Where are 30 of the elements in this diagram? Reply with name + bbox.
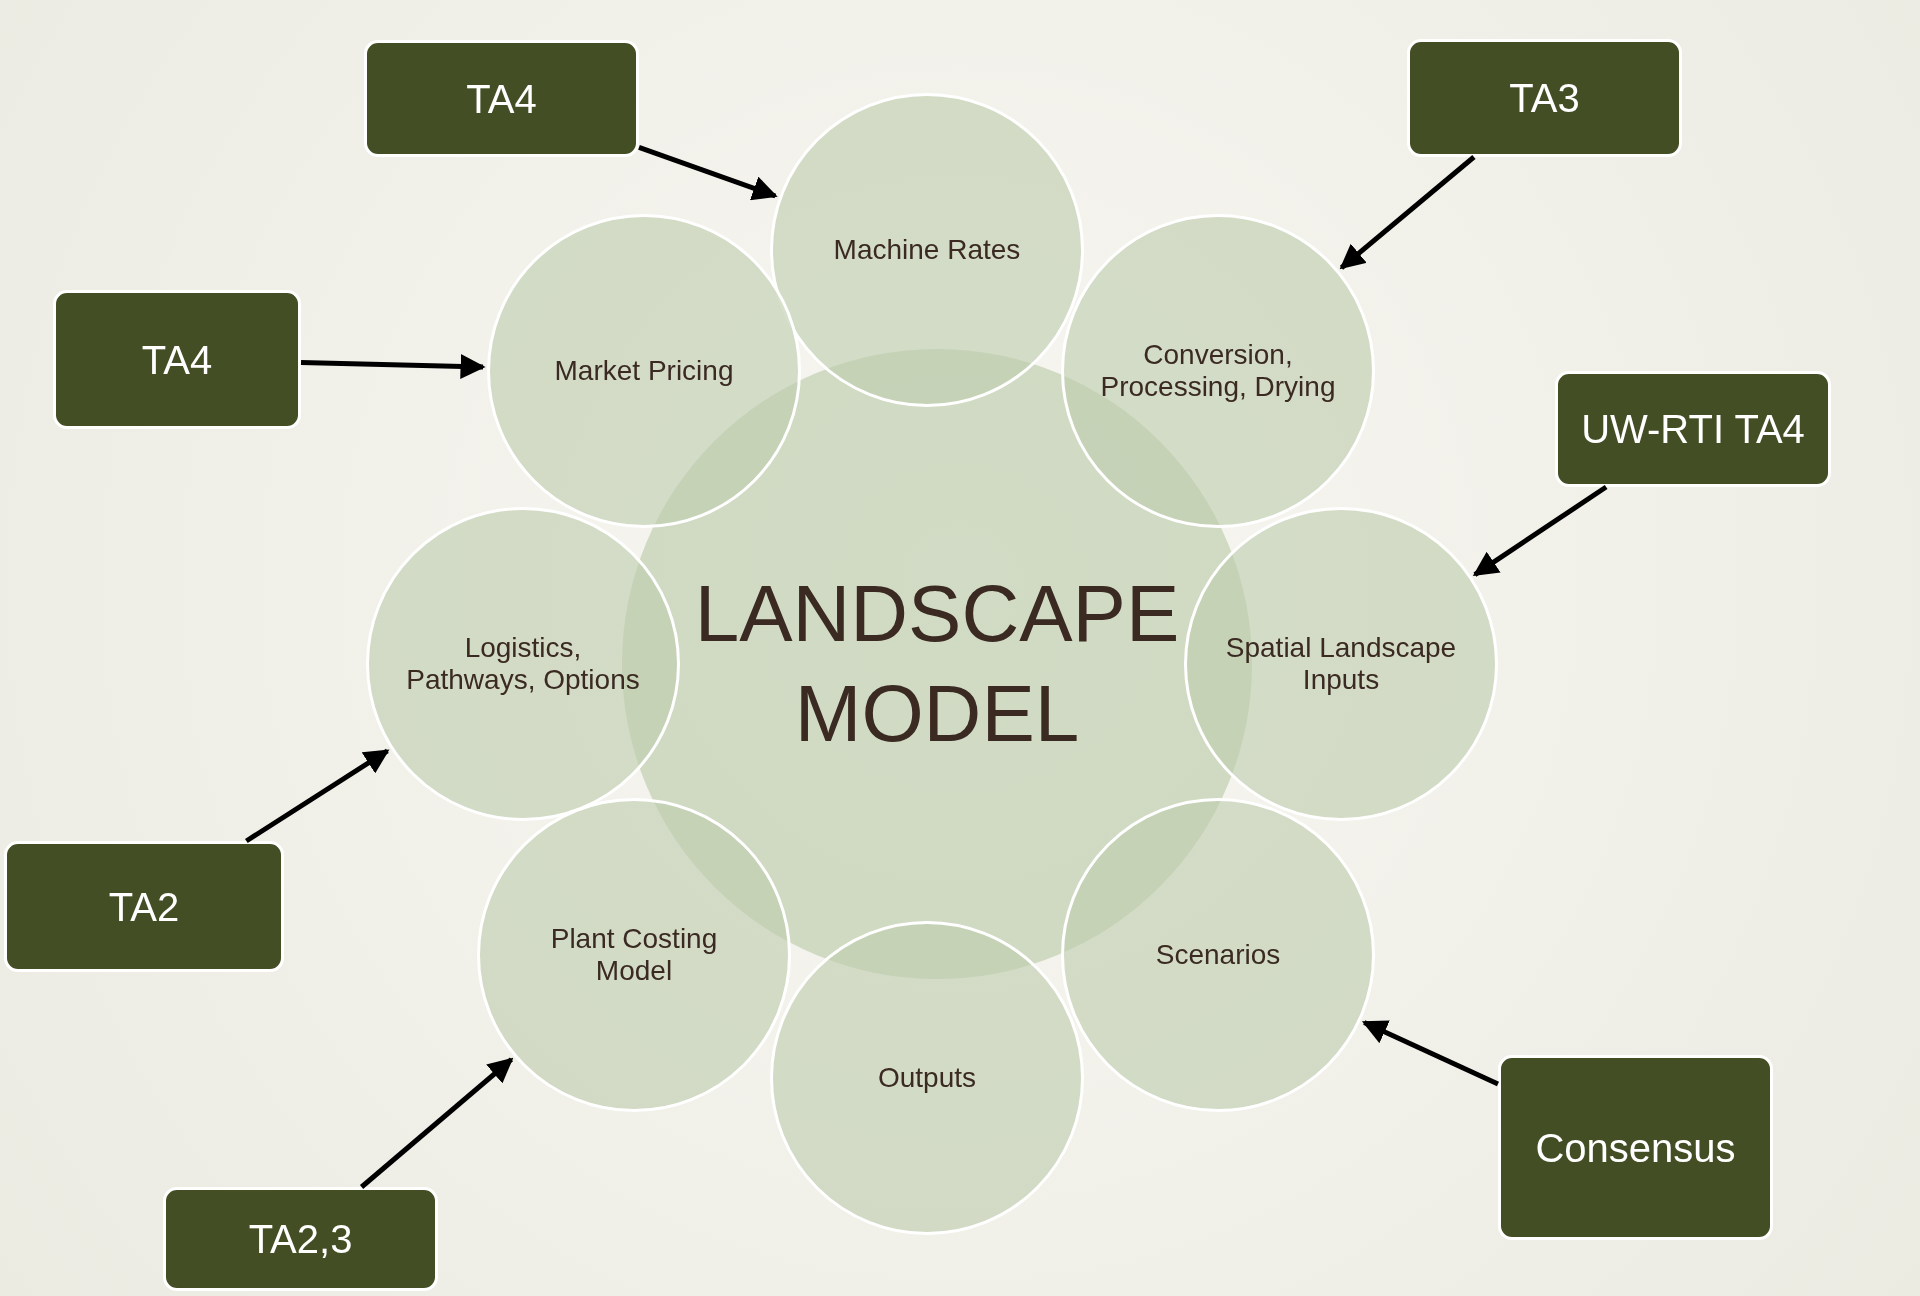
box-text: TA2 — [108, 883, 180, 931]
circle-text: Market Pricing — [554, 354, 734, 388]
circle-text: Spatial Landscape Inputs — [1224, 631, 1458, 697]
circle-text: Logistics, Pathways, Options — [405, 631, 641, 697]
center-title: LANDSCAPE MODEL — [694, 568, 1180, 760]
box-text: Consensus — [1535, 1124, 1736, 1172]
label-box — [163, 1187, 438, 1291]
arrow — [1472, 484, 1608, 577]
label-box — [364, 40, 639, 157]
arrow — [245, 748, 390, 844]
arrow — [1361, 1020, 1500, 1087]
arrow — [359, 1057, 514, 1189]
box-text: UW-RTI TA4 — [1581, 406, 1805, 453]
circle-text: Outputs — [877, 1061, 977, 1095]
label-box — [53, 290, 301, 429]
box-text: TA4 — [466, 75, 537, 123]
circle-text: Machine Rates — [833, 233, 1021, 267]
arrow — [638, 145, 778, 201]
box-text: TA3 — [1509, 75, 1580, 122]
arrow — [1339, 155, 1476, 270]
label-box — [1498, 1055, 1773, 1240]
arrow — [300, 354, 486, 379]
circle-text: Plant Costing Model — [549, 922, 719, 988]
circle-text: Scenarios — [1155, 938, 1281, 972]
label-box — [4, 841, 284, 972]
label-box — [1555, 371, 1831, 487]
box-text: TA2,3 — [248, 1216, 353, 1263]
label-box — [1407, 39, 1682, 157]
circle-text: Conversion, Processing, Drying — [1100, 338, 1336, 404]
box-text: TA4 — [141, 336, 213, 384]
